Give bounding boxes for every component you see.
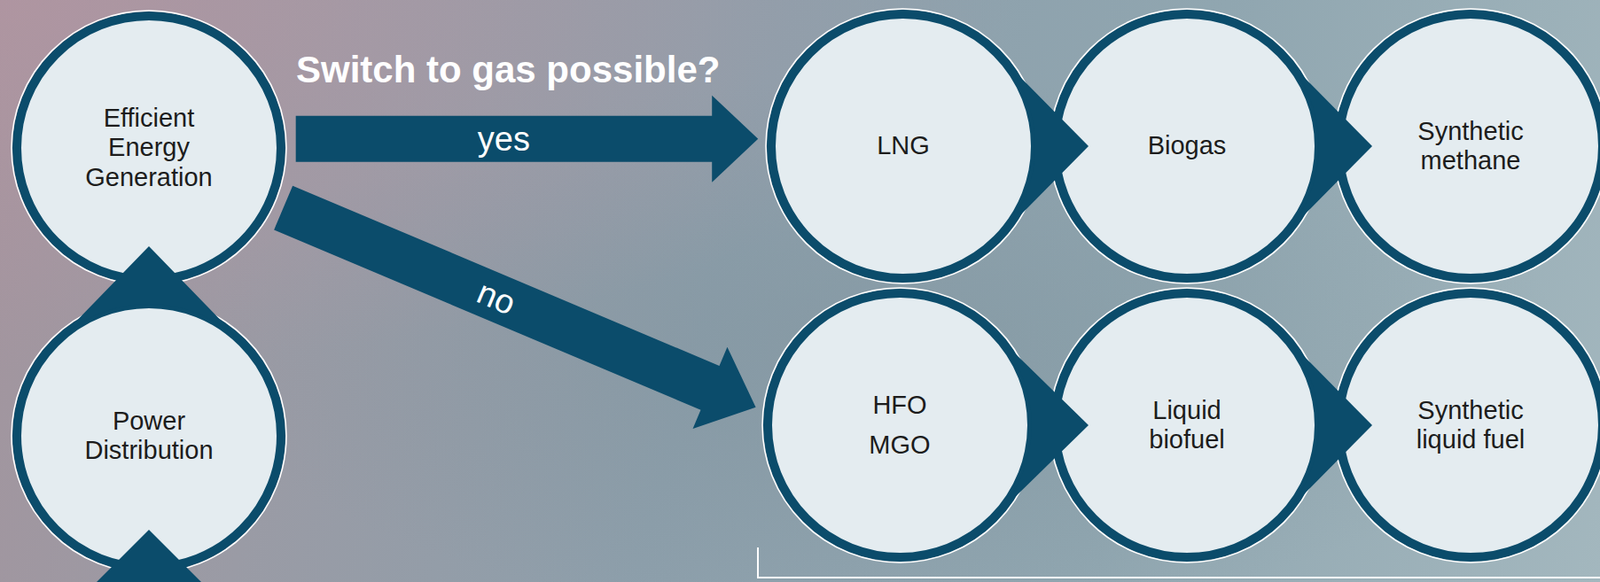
circle-rim — [11, 298, 287, 574]
node-label: Biogas — [1147, 131, 1227, 161]
node-stack: Liquid biofuel — [1116, 396, 1258, 456]
node-body: Synthetic liquid fuel — [1332, 287, 1600, 564]
circle-rim — [1333, 288, 1600, 563]
circle-ring — [16, 304, 281, 569]
node-label: MGO — [868, 430, 930, 461]
node-stack: Power Distribution — [78, 406, 220, 467]
circle-node: Power Distribution — [10, 297, 288, 575]
edge-label: no — [472, 274, 521, 320]
node-label: Synthetic liquid fuel — [1399, 396, 1542, 456]
circle-node: Synthetic methane — [1332, 7, 1600, 285]
circle-ring — [1054, 14, 1320, 279]
node-stack: Synthetic methane — [1399, 117, 1542, 177]
node-stack: HFO MGO — [868, 390, 930, 461]
node-label: Synthetic methane — [1399, 117, 1542, 177]
node-label: Power Distribution — [78, 406, 220, 467]
circle-rim — [765, 8, 1041, 284]
circle-ring — [771, 14, 1036, 279]
bracket-line — [757, 547, 1600, 578]
node-label: LNG — [876, 131, 930, 161]
node-body: HFO MGO — [761, 287, 1039, 564]
circle-node: LNG — [764, 7, 1042, 285]
circle-ring — [1338, 14, 1600, 279]
pointer-arrow — [1275, 327, 1373, 523]
node-stack: Synthetic liquid fuel — [1399, 396, 1542, 456]
pointer-arrow — [1275, 47, 1373, 244]
circle-node: Liquid biofuel — [1048, 287, 1326, 564]
node-body: Liquid biofuel — [1048, 287, 1326, 564]
circle-node: Biogas — [1048, 7, 1326, 285]
node-label: Efficient Energy Generation — [78, 103, 220, 193]
circle-node: HFO MGO — [761, 287, 1039, 564]
circle-ring — [767, 293, 1032, 558]
circle-ring — [1054, 293, 1320, 558]
node-stack: Biogas — [1147, 131, 1227, 161]
pointer-arrow — [991, 47, 1089, 244]
node-stack: Efficient Energy Generation — [78, 103, 220, 193]
node-stack: LNG — [876, 131, 930, 161]
partial-arrowhead — [93, 530, 205, 582]
circle-node: Synthetic liquid fuel — [1332, 287, 1600, 564]
node-label: HFO — [872, 390, 927, 421]
circle-node: Efficient Energy Generation — [10, 9, 288, 287]
edge-label: yes — [477, 122, 531, 157]
circle-outline — [761, 287, 1039, 564]
node-body: Synthetic methane — [1332, 7, 1600, 285]
node-label: Liquid biofuel — [1116, 396, 1258, 456]
circle-rim — [1049, 8, 1325, 284]
circle-rim — [11, 10, 287, 286]
block-arrow — [273, 186, 756, 430]
block-arrow — [296, 95, 759, 183]
node-body: Power Distribution — [10, 297, 288, 575]
circle-ring — [1338, 293, 1600, 558]
node-body: LNG — [764, 7, 1042, 285]
circle-rim — [762, 288, 1038, 563]
circle-ring — [16, 15, 281, 281]
node-body: Biogas — [1048, 7, 1326, 285]
circle-rim — [1333, 8, 1600, 284]
node-body: Efficient Energy Generation — [10, 9, 288, 287]
pointer-arrow — [50, 246, 247, 348]
pointer-arrow — [988, 327, 1089, 523]
circle-rim — [1049, 288, 1325, 563]
question-label: Switch to gas possible? — [296, 51, 720, 89]
